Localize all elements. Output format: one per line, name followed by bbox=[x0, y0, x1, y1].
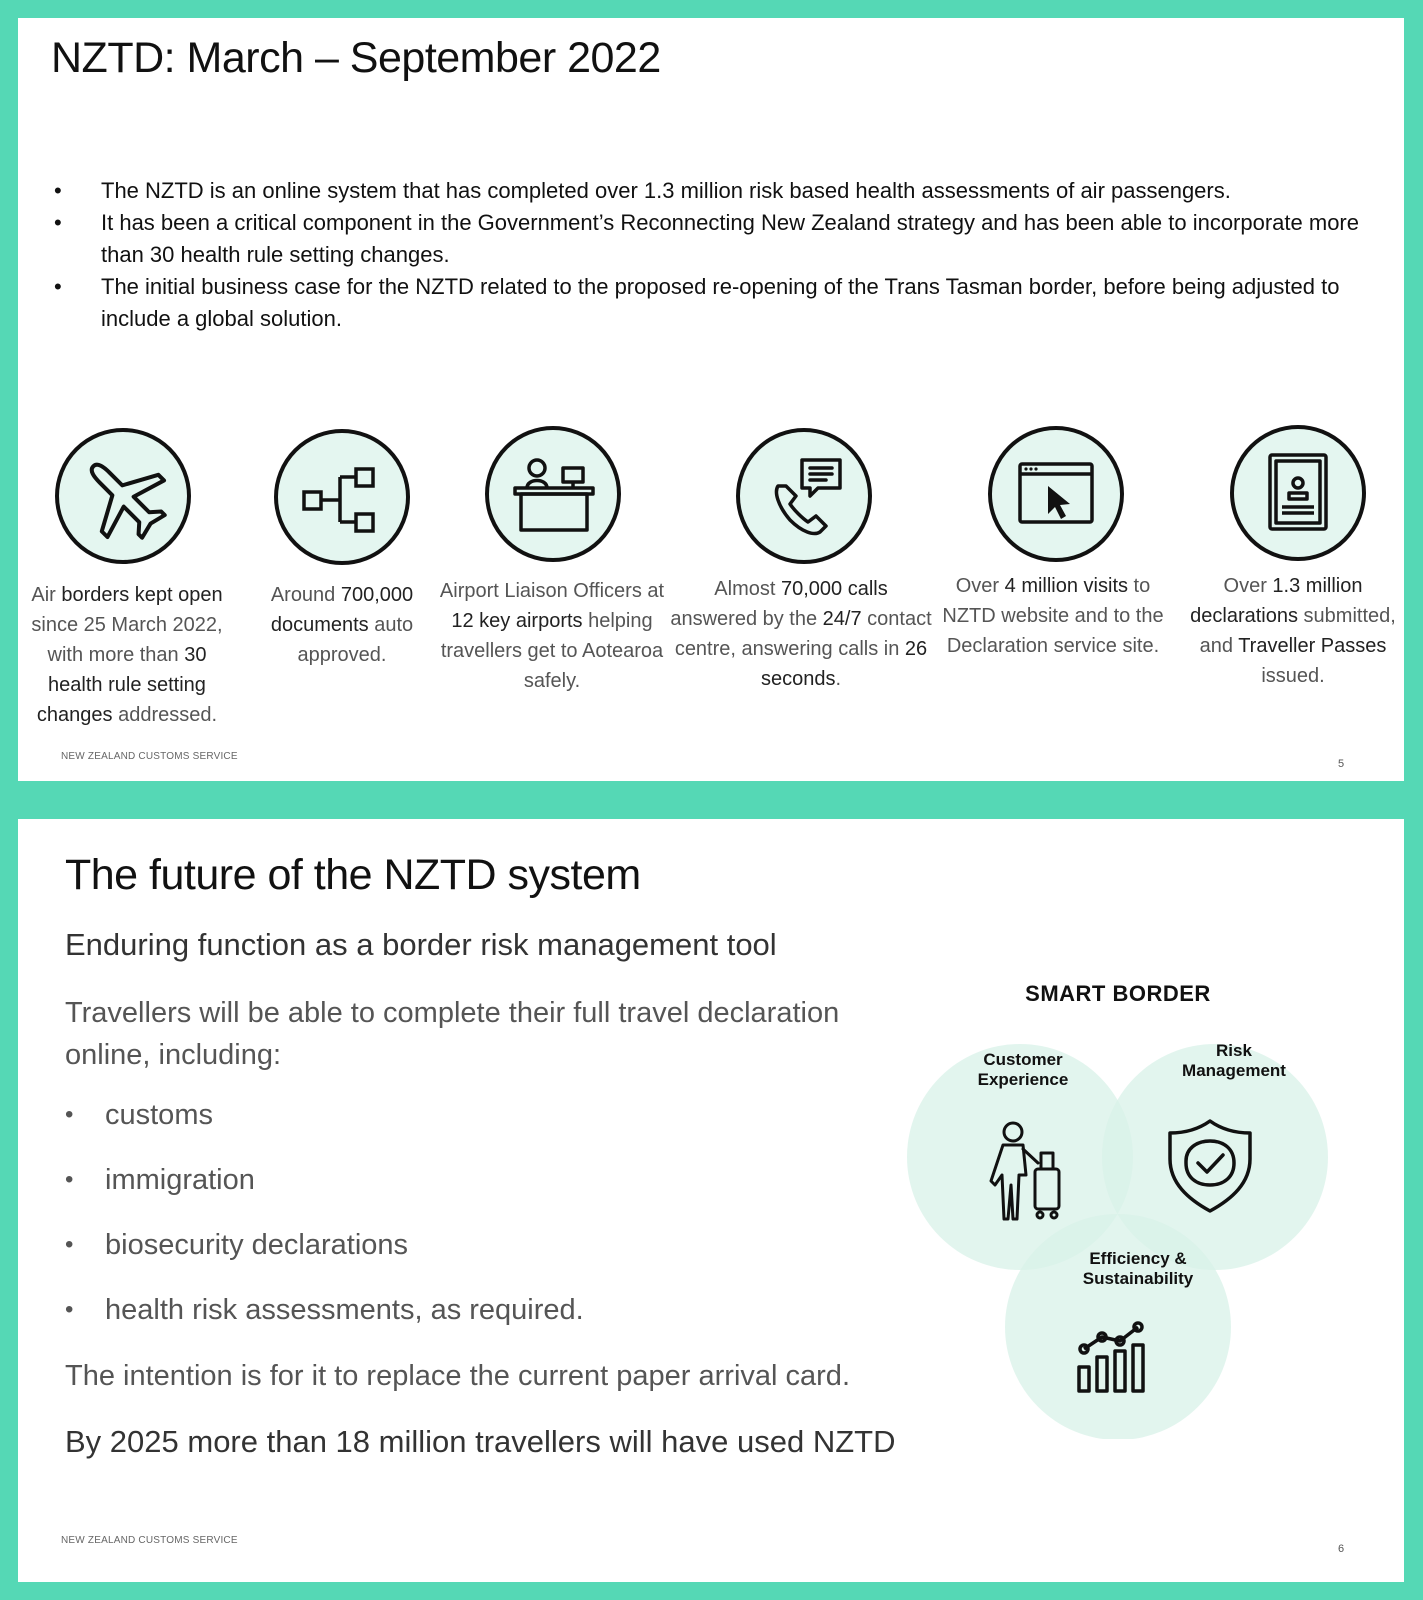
summary-bullet: The NZTD is an online system that has co… bbox=[51, 175, 1371, 207]
declaration-bullet-list: customs immigration biosecurity declarat… bbox=[65, 1094, 584, 1354]
declaration-bullet: biosecurity declarations bbox=[65, 1224, 584, 1289]
stat-highlight: 700,000 documents bbox=[270, 584, 414, 636]
traveller-luggage-icon bbox=[989, 1121, 1061, 1221]
slide-title: The future of the NZTD system bbox=[65, 851, 641, 899]
declaration-bullet: health risk assessments, as required. bbox=[65, 1289, 584, 1354]
closing-statement: By 2025 more than 18 million travellers … bbox=[65, 1424, 896, 1459]
airplane-icon bbox=[55, 428, 191, 564]
stat-highlight: Traveller Passes bbox=[1238, 635, 1387, 657]
declaration-bullet: immigration bbox=[65, 1159, 584, 1224]
stat-text-visits: Over 4 million visits to NZTD website an… bbox=[942, 575, 1164, 657]
flowchart-icon bbox=[274, 429, 410, 565]
summary-bullet: The initial business case for the NZTD r… bbox=[51, 271, 1371, 335]
stat-highlight: 26 seconds bbox=[760, 638, 928, 690]
shield-check-icon bbox=[1168, 1119, 1252, 1213]
label-line: Management bbox=[1182, 1061, 1286, 1080]
slide-5: NZTD: March – September 2022 The NZTD is… bbox=[18, 18, 1404, 781]
customer-experience-label: Customer Experience bbox=[948, 1050, 1098, 1090]
slide-footer: NEW ZEALAND CUSTOMS SERVICE bbox=[61, 1535, 238, 1546]
stat-text-officers: Airport Liaison Officers at 12 key airpo… bbox=[439, 580, 665, 692]
stat-text-declarations: Over 1.3 million declarations submitted,… bbox=[1190, 575, 1396, 687]
stat-highlight: 24/7 bbox=[822, 608, 862, 630]
stat-highlight: 30 health rule setting changes bbox=[36, 644, 207, 726]
airport-desk-icon bbox=[485, 426, 621, 562]
diagram-title: SMART BORDER bbox=[1025, 981, 1211, 1006]
customer-experience-circle bbox=[907, 1044, 1133, 1270]
label-line: Efficiency & bbox=[1089, 1249, 1187, 1268]
subheading: Enduring function as a border risk manag… bbox=[65, 927, 777, 962]
stat-text-calls: Almost 70,000 calls answered by the 24/7… bbox=[670, 578, 932, 690]
smart-border-venn-diagram bbox=[907, 1044, 1328, 1439]
stat-highlight: borders kept open bbox=[61, 584, 223, 606]
label-line: Experience bbox=[977, 1070, 1069, 1089]
stat-highlight: 4 million visits bbox=[1004, 575, 1128, 597]
risk-management-circle bbox=[1102, 1044, 1328, 1270]
page-number: 5 bbox=[1338, 758, 1345, 770]
slide-6: The future of the NZTD system Enduring f… bbox=[18, 819, 1404, 1582]
efficiency-sustainability-circle bbox=[1005, 1214, 1231, 1439]
stat-highlight: 12 key airports bbox=[451, 610, 583, 632]
label-line: Sustainability bbox=[1082, 1269, 1194, 1288]
stat-text-documents: Around 700,000 documents auto approved. bbox=[270, 584, 414, 666]
declaration-bullet: customs bbox=[65, 1094, 584, 1159]
slide-footer: NEW ZEALAND CUSTOMS SERVICE bbox=[61, 751, 238, 762]
growth-chart-icon bbox=[1077, 1321, 1145, 1393]
slide-title: NZTD: March – September 2022 bbox=[51, 34, 661, 82]
intro-paragraph: Travellers will be able to complete thei… bbox=[65, 997, 840, 1071]
stat-text-borders: Air borders kept open since 25 March 202… bbox=[31, 584, 223, 726]
summary-bullet: It has been a critical component in the … bbox=[51, 207, 1371, 271]
stat-highlight: 70,000 calls bbox=[780, 578, 888, 600]
stat-highlight: 1.3 million declarations bbox=[1190, 575, 1363, 627]
summary-bullet-list: The NZTD is an online system that has co… bbox=[51, 175, 1371, 335]
passport-icon bbox=[1230, 425, 1366, 561]
intention-paragraph: The intention is for it to replace the c… bbox=[65, 1360, 850, 1392]
efficiency-sustainability-label: Efficiency & Sustainability bbox=[1048, 1249, 1228, 1289]
page-number: 6 bbox=[1338, 1543, 1345, 1555]
label-line: Risk bbox=[1216, 1041, 1252, 1060]
browser-cursor-icon bbox=[988, 426, 1124, 562]
phone-chat-icon bbox=[736, 428, 872, 564]
label-line: Customer bbox=[983, 1050, 1063, 1069]
risk-management-label: Risk Management bbox=[1154, 1041, 1314, 1081]
